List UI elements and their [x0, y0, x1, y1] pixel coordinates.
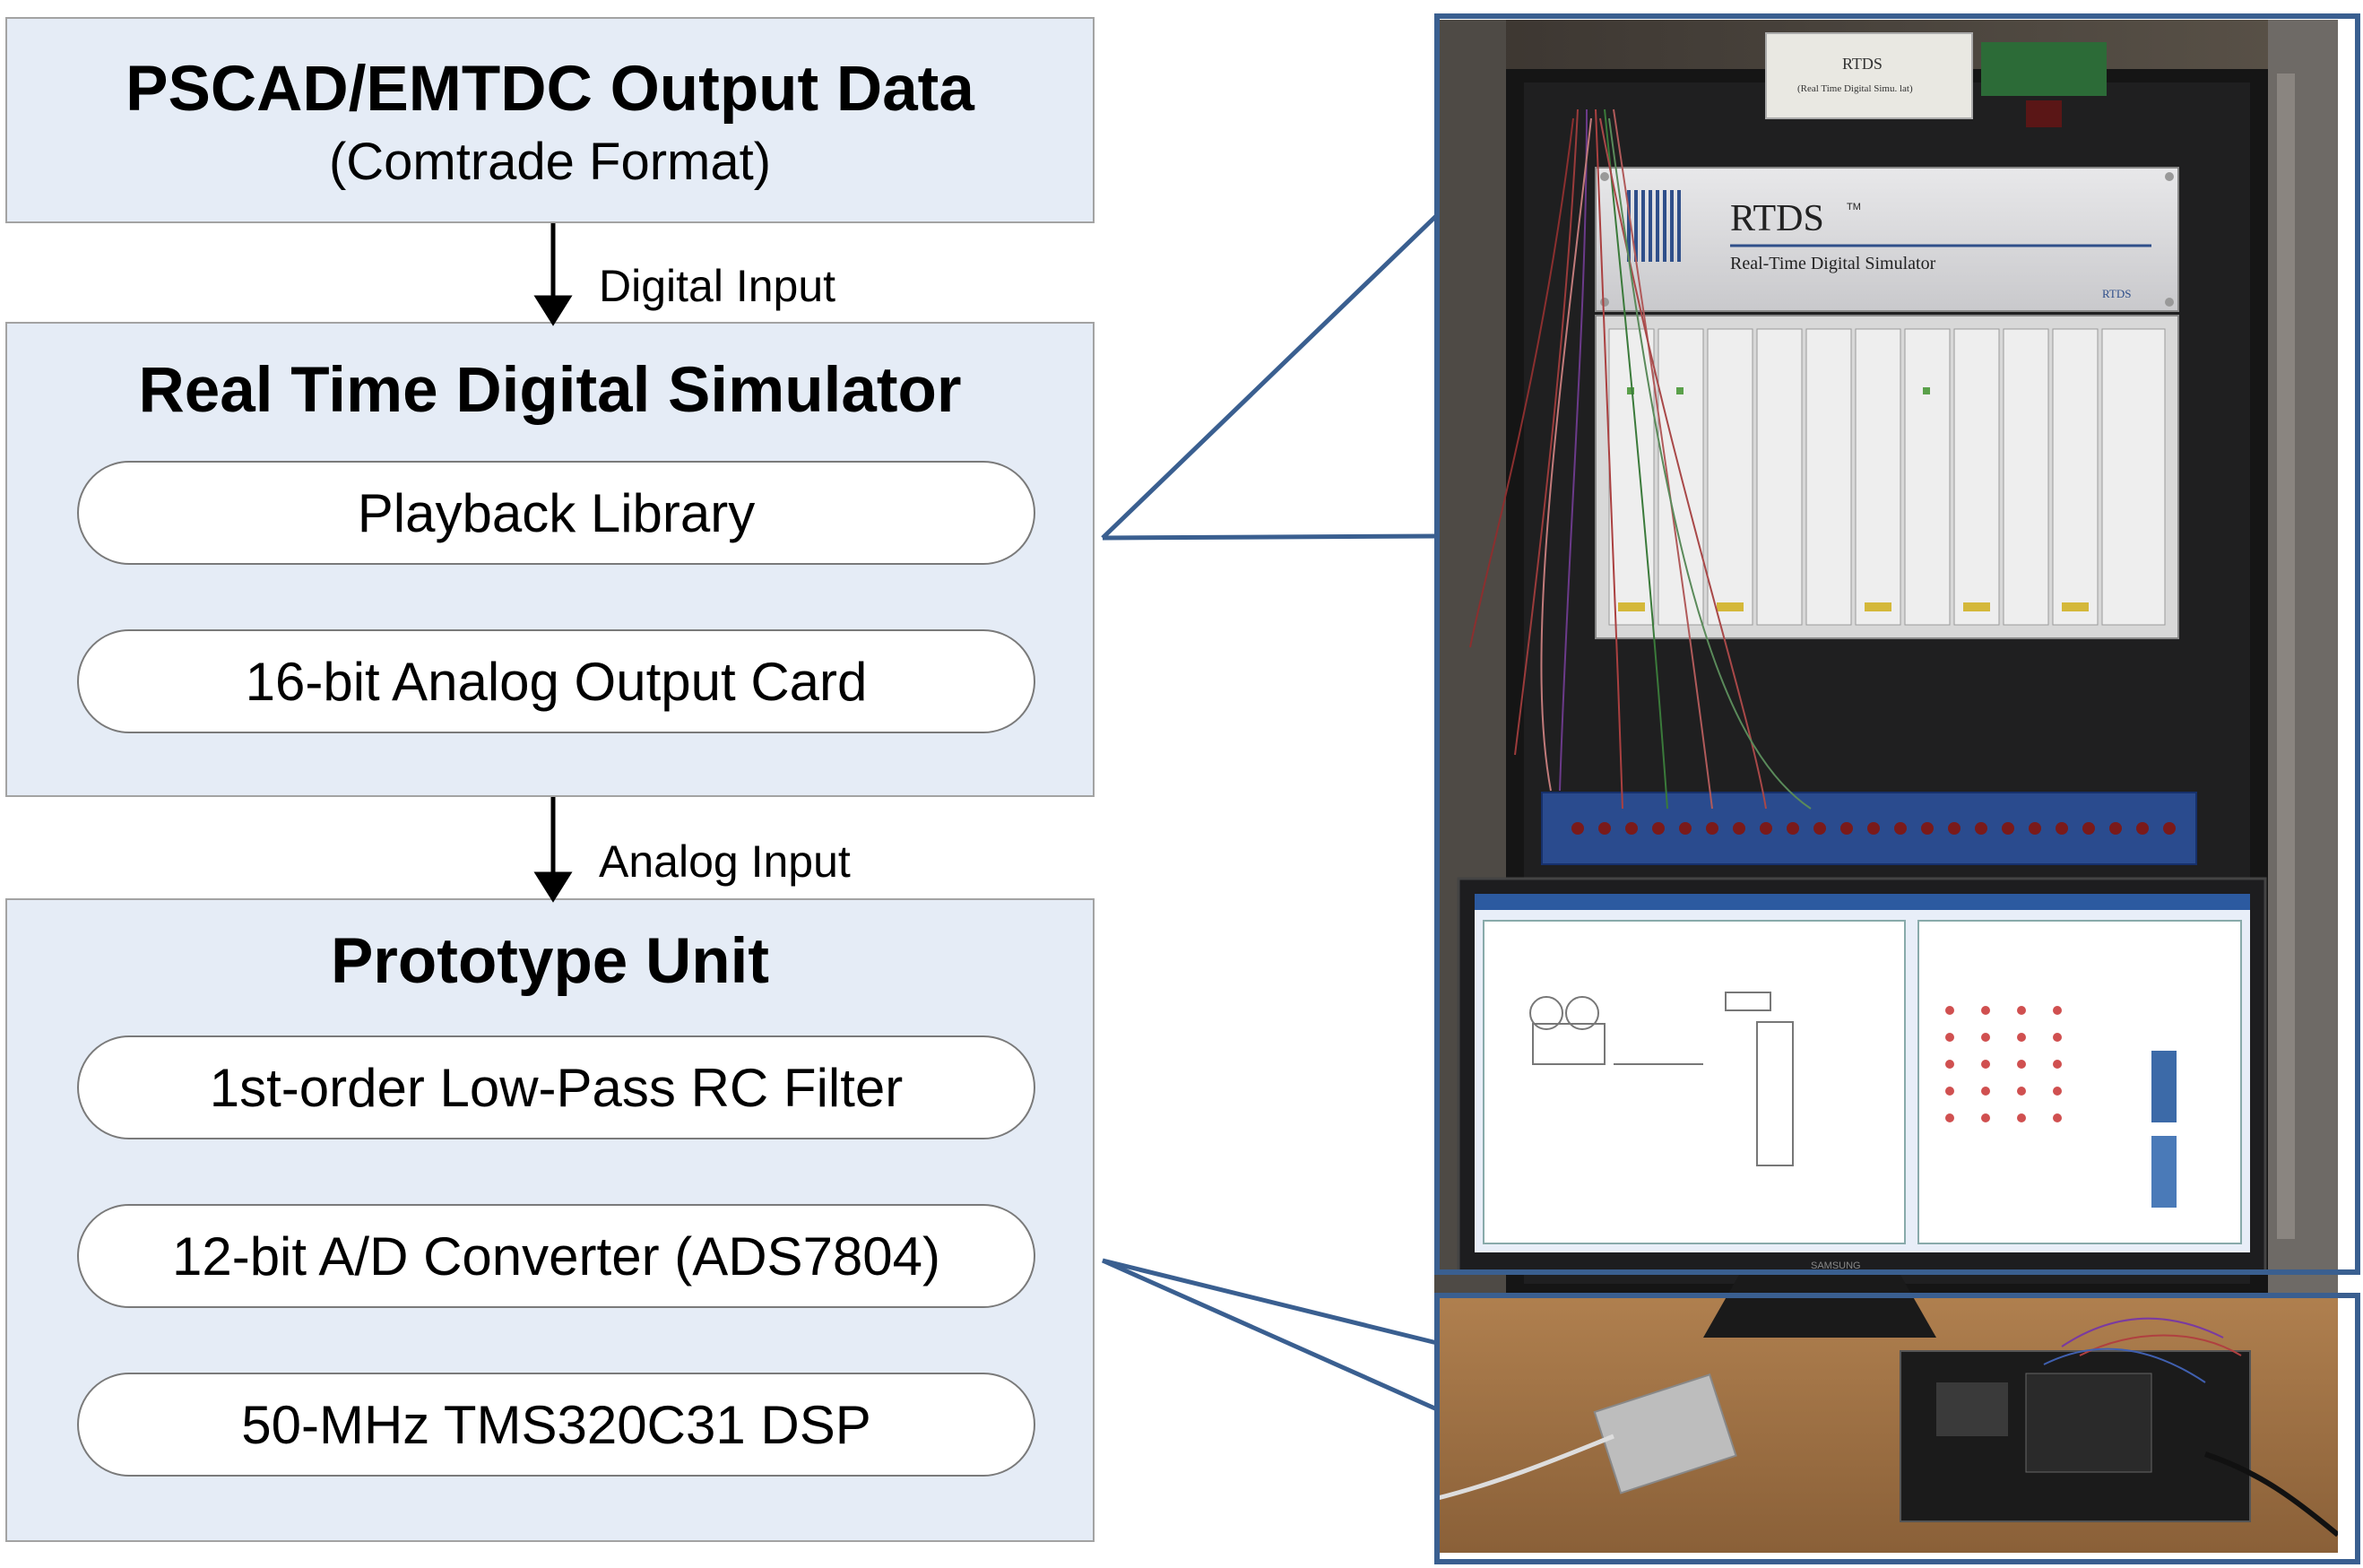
digital-input-label: Digital Input	[599, 261, 836, 311]
hardware-photo: RTDS (Real Time Digital Simu. lat) RTDS …	[1434, 20, 2338, 1553]
monitor-brand: SAMSUNG	[1811, 1260, 1861, 1271]
patch-sockets	[1571, 822, 2176, 835]
top-tag-line1: RTDS	[1842, 55, 1883, 73]
prototype-callout-lines	[1101, 1258, 1439, 1412]
pscad-output-title: PSCAD/EMTDC Output Data	[126, 54, 974, 125]
usb-adapter	[1593, 1373, 1737, 1494]
analog-input-label: Analog Input	[599, 836, 851, 887]
prototype-block: Prototype Unit 1st-order Low-Pass RC Fil…	[5, 898, 1095, 1542]
card-slots	[1608, 328, 2166, 626]
rack-label: RTDS	[1730, 198, 1824, 239]
rtds-callout-lines	[1101, 213, 1439, 541]
top-tag	[1765, 32, 1973, 119]
rtds-logo-bars	[1627, 190, 1681, 262]
dsp-item: 50-MHz TMS320C31 DSP	[77, 1373, 1035, 1477]
ad-converter-item: 12-bit A/D Converter (ADS7804)	[77, 1204, 1035, 1308]
analog-input-arrow	[533, 797, 573, 903]
rtds-photo-frame	[1434, 13, 2360, 1275]
rack-logo-small: RTDS	[2102, 287, 2131, 300]
pscad-output-block: PSCAD/EMTDC Output Data (Comtrade Format…	[5, 17, 1095, 223]
rc-filter-item: 1st-order Low-Pass RC Filter	[77, 1035, 1035, 1139]
rack-subtitle: Real-Time Digital Simulator	[1730, 254, 1936, 273]
playback-library-item: Playback Library	[77, 461, 1035, 565]
pscad-output-subtitle: (Comtrade Format)	[328, 133, 772, 191]
rack-trademark: TM	[1847, 202, 1861, 212]
signal-wires	[1469, 108, 1812, 810]
rtds-title: Real Time Digital Simulator	[138, 355, 962, 426]
analog-output-card-item: 16-bit Analog Output Card	[77, 629, 1035, 733]
prototype-title: Prototype Unit	[330, 926, 770, 997]
rtds-panel	[1595, 167, 2179, 312]
top-tag-line2: (Real Time Digital Simu. lat)	[1797, 83, 1913, 94]
prototype-photo-frame	[1434, 1293, 2360, 1564]
rtds-block: Real Time Digital Simulator Playback Lib…	[5, 322, 1095, 797]
digital-input-arrow	[533, 223, 573, 326]
